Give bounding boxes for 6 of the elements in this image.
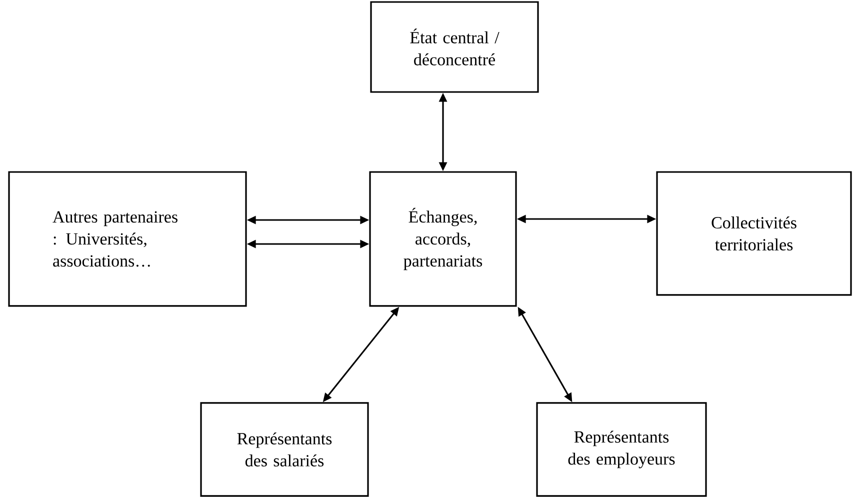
text-box: Échanges, accords, partenariats bbox=[369, 171, 517, 307]
text-box: Représentants des employeurs bbox=[536, 402, 707, 497]
text-box: Autres partenaires : Universités, associations… bbox=[8, 171, 247, 307]
text-box: Représentants des salariés bbox=[200, 402, 369, 497]
text-box: Collectivités territoriales bbox=[656, 171, 852, 296]
text-box: État central / déconcentré bbox=[370, 1, 539, 93]
